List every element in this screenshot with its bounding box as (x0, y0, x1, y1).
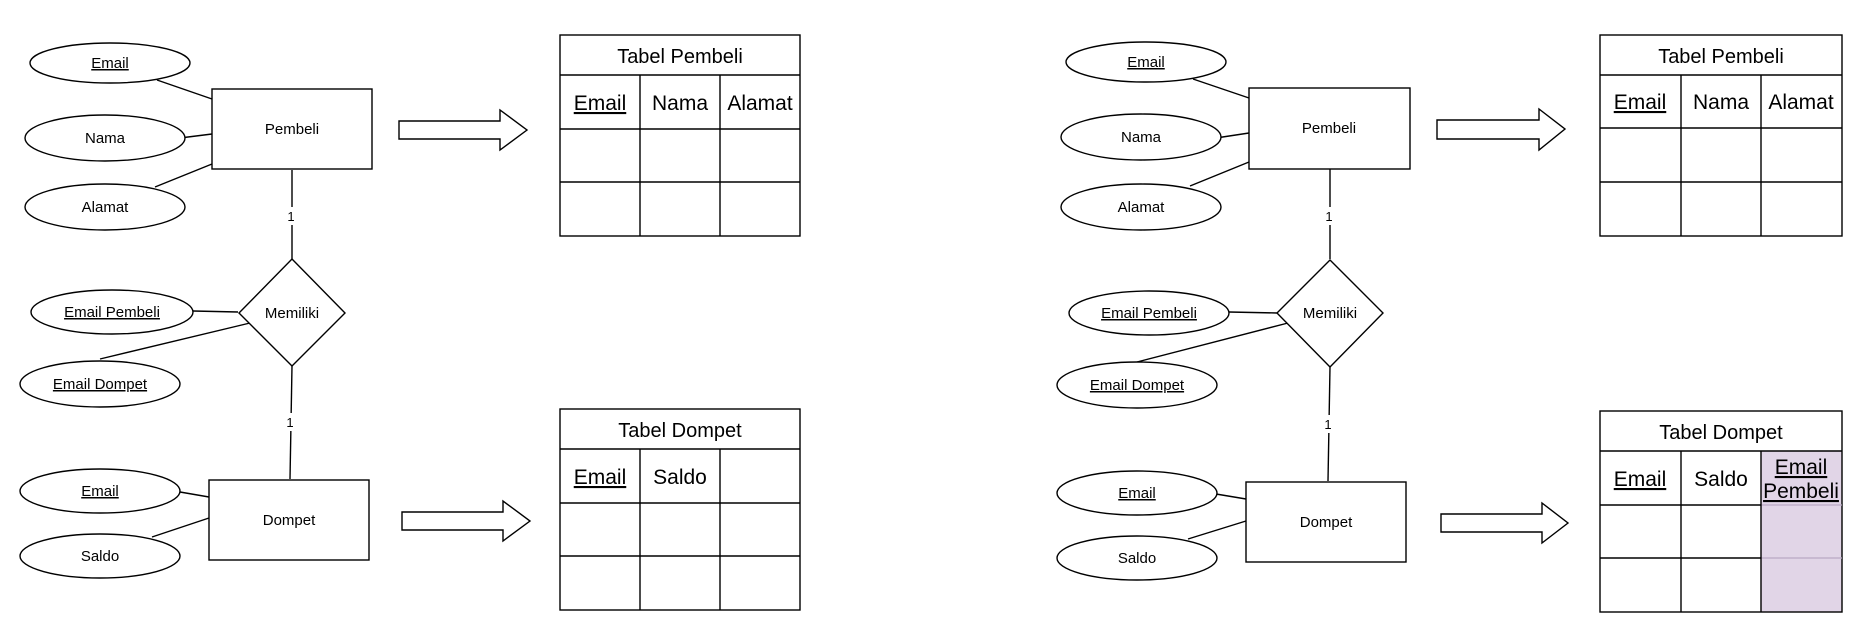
attr-email-dompet-label: Email Dompet (53, 376, 148, 393)
line-email-dompet (179, 491, 210, 498)
attr-email-label-r: Email (1127, 54, 1165, 71)
attr-saldo-label: Saldo (81, 548, 119, 565)
entity-dompet-label: Dompet (263, 512, 316, 529)
relationship-memiliki-diamond-r (1276, 259, 1384, 368)
line-emailpembeli-memiliki (192, 310, 239, 313)
attr-email-dompet-ellipse-r (1056, 361, 1218, 409)
card-bg-top-r (1321, 207, 1337, 225)
attr-email-pembeli-ellipse-r (1068, 290, 1230, 336)
line-email-pembeli-r (1192, 78, 1250, 99)
line-alamat-pembeli (154, 163, 213, 188)
table-dompet-header-saldo: Saldo (653, 466, 707, 489)
line-saldo-dompet-r (1187, 520, 1247, 540)
attr-email-pembeli-label-r: Email Pembeli (1101, 305, 1197, 322)
left-diagram: 1 1 Email Nama Alamat Email Pembeli Emai… (19, 34, 801, 611)
entity-pembeli-box-r (1248, 87, 1411, 170)
attr-nama-ellipse-r (1060, 113, 1222, 161)
table-dompet-frame-r (1599, 410, 1843, 613)
table-pembeli-header-email-r: Email (1614, 91, 1667, 114)
attr-email2-ellipse (19, 468, 181, 514)
attr-email2-ellipse-r (1056, 470, 1218, 516)
cardinality-top-r: 1 (1325, 209, 1332, 224)
table-dompet-header-email: Email (574, 466, 627, 489)
entity-pembeli-label: Pembeli (265, 121, 319, 138)
attr-email2-label: Email (81, 483, 119, 500)
table-pembeli-header-nama: Nama (652, 92, 708, 115)
card-bg-bottom-r (1320, 415, 1336, 433)
table-pembeli-r: Tabel Pembeli Email Nama Alamat (1599, 34, 1843, 237)
attr-nama-label: Nama (85, 130, 126, 147)
line-emaildompet-memiliki-r (1136, 322, 1289, 363)
attr-email-ellipse (29, 42, 191, 84)
table-dompet-header-fk-line2: Pembeli (1763, 480, 1839, 503)
entity-dompet-box-r (1245, 481, 1407, 563)
table-pembeli: Tabel Pembeli Email Nama Alamat (559, 34, 801, 237)
attr-alamat-ellipse-r (1060, 183, 1222, 231)
attr-alamat-label-r: Alamat (1118, 199, 1166, 216)
relationship-memiliki-diamond (238, 258, 346, 367)
table-dompet: Tabel Dompet Email Saldo (559, 408, 801, 611)
table-pembeli-frame-r (1599, 34, 1843, 237)
line-email-dompet-r (1215, 493, 1247, 500)
attr-email-ellipse-r (1065, 41, 1227, 83)
line-alamat-pembeli-r (1189, 161, 1250, 187)
attr-saldo-label-r: Saldo (1118, 550, 1156, 567)
cardinality-bottom: 1 (286, 415, 293, 430)
card-bg-bottom (282, 413, 298, 431)
entity-pembeli-label-r: Pembeli (1302, 120, 1356, 137)
card-bg-top (283, 207, 299, 225)
attr-email-dompet-ellipse (19, 360, 181, 408)
table-pembeli-header-alamat-r: Alamat (1768, 91, 1834, 114)
table-pembeli-header-alamat: Alamat (727, 92, 793, 115)
relationship-memiliki-label-r: Memiliki (1303, 305, 1357, 322)
attr-saldo-ellipse-r (1056, 535, 1218, 581)
attr-email-label: Email (91, 55, 129, 72)
attr-email-pembeli-label: Email Pembeli (64, 304, 160, 321)
attr-nama-ellipse (24, 114, 186, 162)
attr-email2-label-r: Email (1118, 485, 1156, 502)
line-email-pembeli (156, 79, 213, 100)
line-emaildompet-memiliki (99, 322, 251, 360)
cardinality-bottom-r: 1 (1324, 417, 1331, 432)
attr-email-dompet-label-r: Email Dompet (1090, 377, 1185, 394)
arrow-dompet-icon (401, 499, 532, 543)
line-saldo-dompet (151, 517, 210, 538)
attr-alamat-ellipse (24, 183, 186, 231)
right-diagram: 1 1 Email Nama Alamat Email Pembeli Emai… (1056, 34, 1843, 613)
table-dompet-header-fk-line1: Email (1775, 456, 1828, 479)
table-dompet-title-r: Tabel Dompet (1659, 422, 1783, 444)
cardinality-top: 1 (287, 209, 294, 224)
arrow-pembeli-icon-r (1436, 107, 1567, 152)
relationship-memiliki-label: Memiliki (265, 305, 319, 322)
arrow-pembeli-icon (398, 108, 529, 152)
table-pembeli-frame (559, 34, 801, 237)
table-pembeli-header-email: Email (574, 92, 627, 115)
table-pembeli-title: Tabel Pembeli (617, 46, 743, 68)
line-emailpembeli-memiliki-r (1228, 311, 1278, 314)
attr-alamat-label: Alamat (82, 199, 130, 216)
table-dompet-title: Tabel Dompet (618, 420, 742, 442)
entity-dompet-box (208, 479, 370, 561)
arrow-dompet-icon-r (1440, 501, 1570, 545)
table-pembeli-title-r: Tabel Pembeli (1658, 46, 1784, 68)
table-dompet-r: Tabel Dompet Email Saldo Email Pembeli (1599, 410, 1843, 613)
table-dompet-header-saldo-r: Saldo (1694, 468, 1748, 491)
fk-column-highlight (1761, 451, 1842, 612)
attr-email-pembeli-ellipse (30, 289, 194, 335)
attr-nama-label-r: Nama (1121, 129, 1162, 146)
table-pembeli-header-nama-r: Nama (1693, 91, 1749, 114)
entity-dompet-label-r: Dompet (1300, 514, 1353, 531)
entity-pembeli-box (211, 88, 373, 170)
table-dompet-frame (559, 408, 801, 611)
attr-saldo-ellipse (19, 533, 181, 579)
table-dompet-header-email-r: Email (1614, 468, 1667, 491)
